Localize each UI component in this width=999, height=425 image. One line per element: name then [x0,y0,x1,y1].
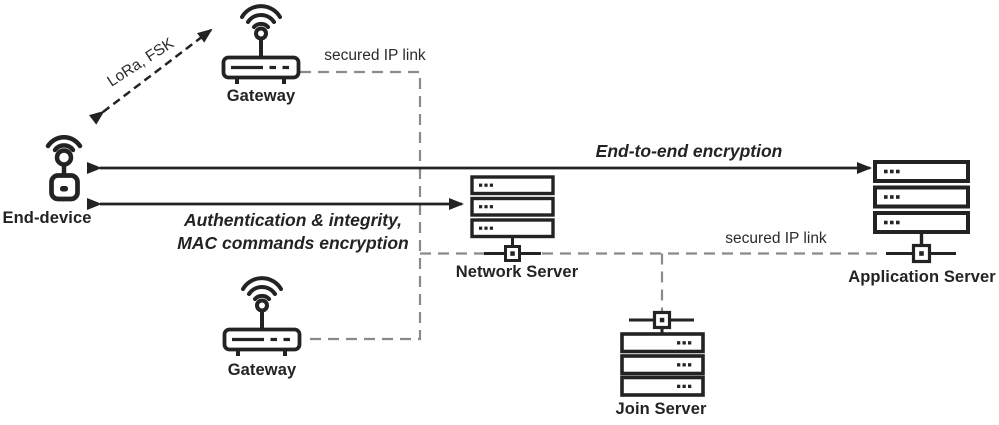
application-server-label: Application Server [848,268,996,286]
secured-ip-link-lines [300,70,884,341]
gateway-top-icon [221,4,301,87]
network-server-label: Network Server [455,263,579,281]
gateway-backhaul-line [300,70,422,341]
join-server-icon [620,310,705,397]
end-to-end-encryption-label: End-to-end encryption [595,141,783,161]
lora-fsk-arrow [89,28,213,125]
join-server-label: Join Server [615,400,707,418]
end-device-icon [45,135,83,202]
authentication-label-line1: Authentication & integrity, [183,210,403,230]
gateway-bottom-label: Gateway [227,361,297,379]
application-server-icon [873,160,970,264]
end-device-label: End-device [2,209,92,227]
gateway-bottom-icon [222,276,302,358]
secured-ip-link-right-label: secured IP link [725,230,827,247]
authentication-label-line2: MAC commands encryption [177,232,409,253]
network-server-icon [470,175,555,262]
gateway-top-label: Gateway [226,87,296,105]
secured-ip-link-top-label: secured IP link [324,47,426,64]
authentication-label: Authentication & integrity, MAC commands… [177,209,408,254]
